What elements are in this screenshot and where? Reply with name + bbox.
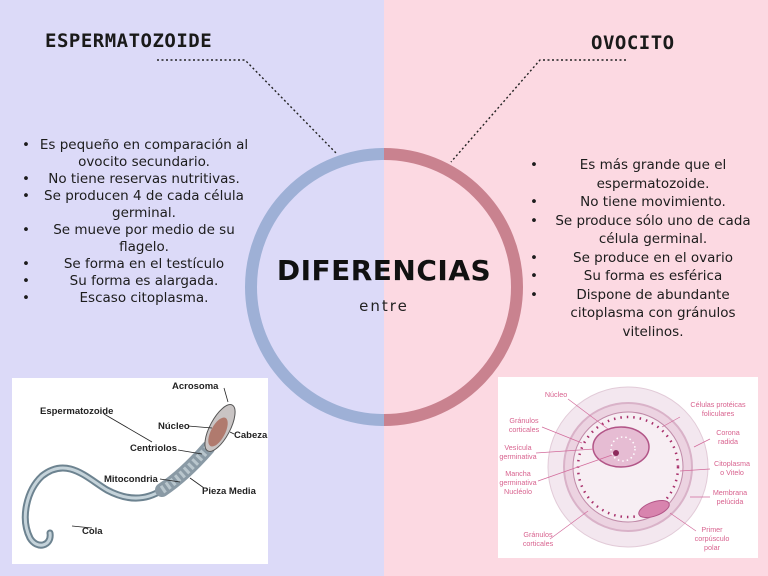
label-citoplasma-b: o Vitelo — [720, 468, 744, 477]
label-granulos-1: Gránulos — [509, 416, 539, 425]
label-cabeza: Cabeza — [234, 430, 268, 441]
label-granulos-2: Gránulos — [523, 530, 553, 539]
sperm-fact: Es pequeño en comparación al ovocito sec… — [20, 137, 250, 171]
label-primer-b: corpúsculo — [695, 534, 730, 543]
nucleolus — [613, 450, 619, 456]
ring-right-half — [383, 148, 523, 426]
oocyte-heading: OVOCITO — [591, 32, 675, 54]
ring-left-half — [245, 148, 385, 426]
connector-right — [450, 59, 626, 163]
label-membrana-b: pelúcida — [717, 497, 744, 506]
sperm-fact: Se mueve por medio de su flagelo. — [20, 222, 250, 256]
label-celulas-b: foliculares — [702, 409, 735, 418]
label-primer-c: polar — [704, 543, 721, 552]
label-espermatozoide: Espermatozoide — [40, 406, 113, 417]
label-nucleo-ovocito: Núcleo — [545, 390, 567, 399]
label-corona-b: radida — [718, 437, 738, 446]
sperm-fact: Se producen 4 de cada célula germinal. — [20, 188, 250, 222]
label-cola: Cola — [82, 526, 103, 537]
oocyte-fact: Su forma es esférica — [528, 267, 760, 286]
oocyte-fact: Se produce en el ovario — [528, 249, 760, 268]
label-mancha-c: Nucléolo — [504, 487, 532, 496]
sperm-fact: Se forma en el testículo — [20, 256, 250, 273]
label-acrosoma: Acrosoma — [172, 381, 219, 392]
label-primer: Primer — [701, 525, 723, 534]
sperm-nucleus — [208, 417, 228, 447]
label-corona: Corona — [716, 428, 740, 437]
label-citoplasma: Citoplasma — [714, 459, 750, 468]
sperm-fact: Escaso citoplasma. — [20, 290, 250, 307]
label-granulos-1b: corticales — [509, 425, 540, 434]
label-nucleo: Núcleo — [158, 421, 190, 432]
label-granulos-2b: corticales — [523, 539, 554, 548]
oocyte-fact: Dispone de abundante citoplasma con grán… — [528, 286, 760, 342]
label-celulas: Células protéicas — [690, 400, 746, 409]
label-pieza-media: Pieza Media — [202, 486, 257, 497]
sperm-fact: No tiene reservas nutritivas. — [20, 171, 250, 188]
oocyte-fact: No tiene movimiento. — [528, 193, 760, 212]
polar-body — [638, 499, 670, 519]
label-membrana: Membrana — [713, 488, 747, 497]
sperm-heading: ESPERMATOZOIDE — [45, 30, 213, 52]
label-mancha: Mancha — [505, 469, 531, 478]
label-vesicula: Vesícula — [504, 443, 531, 452]
oocyte-nucleus — [592, 426, 650, 468]
label-mitocondria: Mitocondria — [104, 474, 159, 485]
label-centriolos: Centriolos — [130, 443, 177, 454]
label-vesicula-b: germinativa — [499, 452, 536, 461]
center-subtitle: entre — [359, 297, 409, 315]
label-mancha-b: germinativa — [499, 478, 536, 487]
sperm-facts-list: Es pequeño en comparación al ovocito sec… — [20, 137, 250, 307]
oocyte-fact: Se produce sólo uno de cada célula germi… — [528, 212, 760, 249]
oocyte-fact: Es más grande que el espermatozoide. — [528, 156, 760, 193]
center-title: DIFERENCIAS — [276, 254, 492, 287]
sperm-fact: Su forma es alargada. — [20, 273, 250, 290]
oocyte-facts-list: Es más grande que el espermatozoide. No … — [528, 156, 760, 341]
sperm-illustration: Acrosoma Espermatozoide Núcleo Cabeza Ce… — [12, 378, 268, 564]
oocyte-illustration: Núcleo Gránulos corticales Vesícula germ… — [498, 377, 758, 558]
center-ring — [245, 148, 523, 426]
